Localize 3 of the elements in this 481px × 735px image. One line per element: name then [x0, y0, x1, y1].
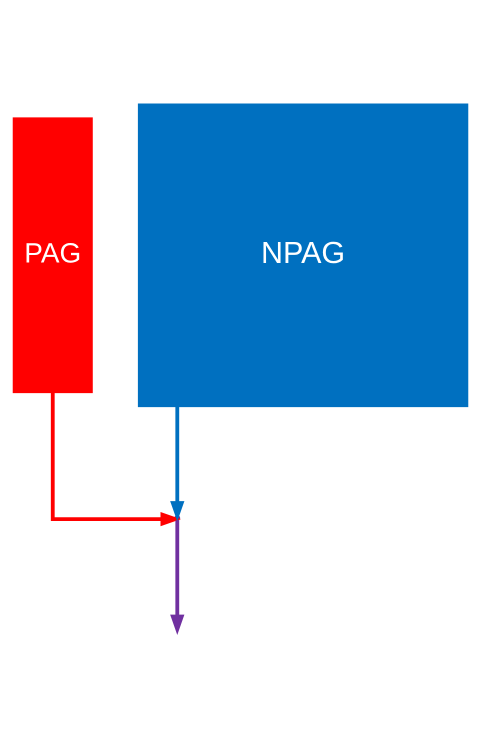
node-box: NPAG	[138, 103, 468, 408]
arrow	[160, 501, 184, 635]
node-box: PAG	[12, 117, 93, 394]
